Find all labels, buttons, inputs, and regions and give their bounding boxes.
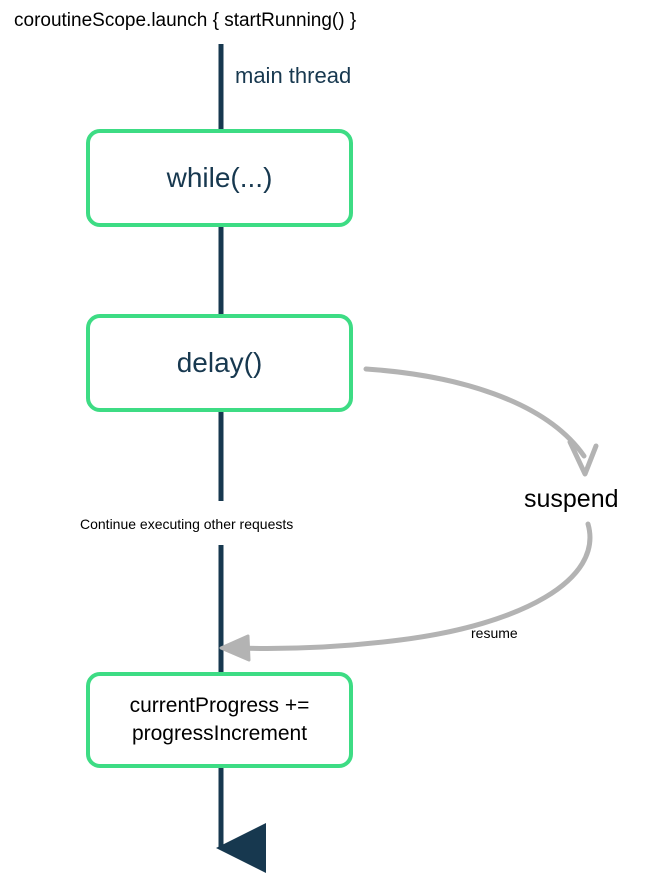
suspend-arrowhead bbox=[567, 439, 599, 477]
node-progress-update[interactable]: currentProgress += progressIncrement bbox=[86, 672, 353, 768]
node-delay-call[interactable]: delay() bbox=[86, 314, 353, 412]
node-while-loop-label: while(...) bbox=[166, 162, 273, 193]
resume-curve bbox=[233, 521, 593, 651]
node-progress-update-label: currentProgress += progressIncrement bbox=[130, 692, 310, 749]
continue-executing-note: Continue executing other requests bbox=[80, 516, 294, 532]
main-thread-label: main thread bbox=[235, 63, 352, 88]
suspend-curve bbox=[363, 366, 587, 459]
resume-arrowhead bbox=[219, 634, 251, 662]
node-progress-update-label-line2: progressIncrement bbox=[131, 722, 308, 745]
node-progress-update-label-line1: currentProgress += bbox=[129, 693, 310, 717]
resume-label: resume bbox=[471, 625, 518, 641]
diagram-title: coroutineScope.launch { startRunning() } bbox=[14, 10, 357, 31]
node-while-loop[interactable]: while(...) bbox=[86, 129, 353, 227]
node-delay-call-label: delay() bbox=[176, 347, 263, 378]
suspend-label: suspend bbox=[524, 485, 619, 513]
